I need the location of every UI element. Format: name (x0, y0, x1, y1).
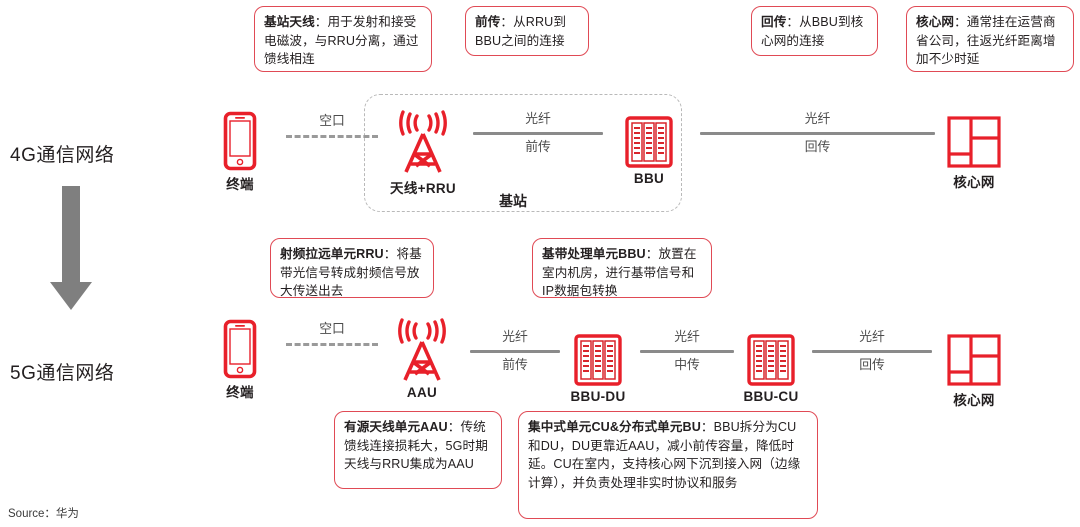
callout-body: ：从BBU到核心网的连接 (761, 15, 864, 48)
callout-body: ：从RRU到BBU之间的连接 (475, 15, 567, 48)
node-antenna-rru-4g: 天线+RRU (380, 110, 466, 197)
link-fiber-backhaul-5g: 光纤 回传 (812, 329, 932, 372)
link-label-top: 光纤 (804, 111, 831, 126)
node-caption: AAU (406, 385, 438, 400)
base-station-group (364, 94, 682, 212)
link-label-bottom: 回传 (859, 356, 885, 372)
link-air-interface-5g: 空口 (286, 321, 378, 352)
callout-body: ：放置在室内机房，进行基带信号和IP数据包转换 (542, 247, 697, 299)
node-caption: 天线+RRU (390, 181, 456, 196)
callout-body: ：通常挂在运营商省公司，往返光纤距离增加不少时延 (916, 15, 1056, 67)
server-rack-icon (560, 334, 636, 386)
antenna-tower-icon (382, 318, 462, 382)
node-bbu-4g: BBU (615, 116, 683, 186)
core-network-icon (938, 116, 1010, 168)
link-label-top: 空口 (319, 113, 345, 128)
server-rack-icon (733, 334, 809, 386)
link-air-interface-4g: 空口 (286, 113, 378, 144)
base-station-label: 基站 (499, 193, 527, 209)
link-label-top: 光纤 (502, 329, 528, 344)
link-label-top: 空口 (319, 321, 345, 336)
node-caption: 终端 (226, 385, 254, 400)
node-terminal-5g: 终端 (208, 319, 272, 401)
callout-title: 有源天线单元AAU (344, 420, 448, 434)
node-core-network-5g: 核心网 (938, 334, 1010, 409)
link-fiber-backhaul-4g: 光纤 回传 (700, 111, 935, 154)
node-bbu-cu-5g: BBU-CU (733, 334, 809, 404)
callout-body: ：BBU拆分为CU和DU，DU更靠近AAU，减小前传容量，降低时延。CU在室内，… (528, 420, 801, 490)
link-label-bottom: 中传 (674, 356, 700, 372)
node-caption: 核心网 (953, 393, 995, 408)
link-fiber-fronthaul-4g: 光纤 前传 (473, 111, 603, 154)
dashed-connector (286, 134, 378, 138)
callout-base-station-antenna: 基站天线：用于发射和接受电磁波，与RRU分离，通过馈线相连 (254, 6, 432, 72)
link-fiber-midhaul-5g: 光纤 中传 (640, 329, 734, 372)
callout-title: 前传 (475, 15, 501, 29)
node-core-network-4g: 核心网 (938, 116, 1010, 191)
link-label-bottom: 回传 (804, 138, 831, 154)
solid-connector (812, 349, 932, 353)
node-caption: BBU-CU (743, 389, 799, 404)
callout-title: 射频拉远单元RRU (280, 247, 384, 261)
dashed-connector (286, 342, 378, 346)
node-caption: BBU (633, 171, 665, 186)
link-label-top: 光纤 (859, 329, 885, 344)
node-caption: 核心网 (953, 175, 995, 190)
callout-rru: 射频拉远单元RRU：将基带光信号转成射频信号放大传送出去 (270, 238, 434, 298)
source-note: Source：华为 (8, 508, 79, 520)
link-label-top: 光纤 (525, 111, 551, 126)
callout-body: ：传统馈线连接损耗大，5G时期天线与RRU集成为AAU (344, 420, 488, 472)
callout-title: 集中式单元CU&分布式单元BU (528, 420, 701, 434)
phone-icon (208, 319, 272, 379)
solid-connector (473, 131, 603, 135)
callout-backhaul: 回传：从BBU到核心网的连接 (751, 6, 878, 56)
solid-connector (640, 349, 734, 353)
node-bbu-du-5g: BBU-DU (560, 334, 636, 404)
server-rack-icon (615, 116, 683, 168)
callout-body: ：用于发射和接受电磁波，与RRU分离，通过馈线相连 (264, 15, 419, 67)
node-terminal-4g: 终端 (208, 111, 272, 193)
evolution-arrow-icon (48, 186, 94, 312)
row-label-4g: 4G通信网络 (10, 145, 115, 166)
solid-connector (470, 349, 560, 353)
callout-title: 基站天线 (264, 15, 315, 29)
link-fiber-fronthaul-5g: 光纤 前传 (470, 329, 560, 372)
core-network-icon (938, 334, 1010, 386)
callout-bbu: 基带处理单元BBU：放置在室内机房，进行基带信号和IP数据包转换 (532, 238, 712, 298)
callout-title: 回传 (761, 15, 787, 29)
node-caption: 终端 (226, 177, 254, 192)
solid-connector (700, 131, 935, 135)
node-aau-5g: AAU (382, 318, 462, 400)
callout-body: ：将基带光信号转成射频信号放大传送出去 (280, 247, 422, 299)
link-label-top: 光纤 (674, 329, 700, 344)
callout-core-network: 核心网：通常挂在运营商省公司，往返光纤距离增加不少时延 (906, 6, 1074, 72)
antenna-tower-icon (380, 110, 466, 174)
link-label-bottom: 前传 (502, 356, 528, 372)
row-label-5g: 5G通信网络 (10, 363, 115, 384)
node-caption: BBU-DU (570, 389, 626, 404)
link-label-bottom: 前传 (525, 138, 551, 154)
callout-aau: 有源天线单元AAU：传统馈线连接损耗大，5G时期天线与RRU集成为AAU (334, 411, 502, 489)
callout-cu-du: 集中式单元CU&分布式单元BU：BBU拆分为CU和DU，DU更靠近AAU，减小前… (518, 411, 818, 519)
phone-icon (208, 111, 272, 171)
callout-fronthaul: 前传：从RRU到BBU之间的连接 (465, 6, 589, 56)
callout-title: 基带处理单元BBU (542, 247, 646, 261)
callout-title: 核心网 (916, 15, 955, 29)
